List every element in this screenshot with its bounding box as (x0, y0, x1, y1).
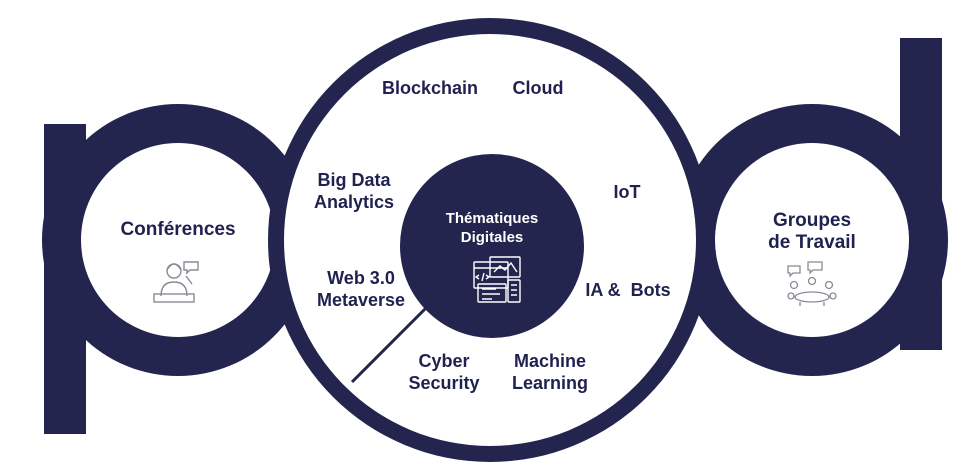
team-meeting-icon (787, 261, 837, 306)
topic-ia-bots: IA & Bots (585, 280, 671, 300)
topic-cloud: Cloud (512, 78, 564, 98)
center-title-line2: Digitales (460, 229, 524, 246)
topic-big-data-analytics: Big Data Analytics (300, 169, 408, 213)
conferences-label: Conférences (120, 219, 236, 240)
ml-line1: Machine (513, 351, 587, 371)
speaker-at-podium-icon (153, 261, 199, 303)
groupes-de-travail-label: Groupes de Travail (735, 210, 889, 254)
cyber-line2: Security (408, 373, 480, 393)
conferences-circle (81, 143, 275, 337)
topic-iot: IoT (613, 182, 641, 202)
web3-line2: Metaverse (316, 290, 406, 310)
center-disc (400, 154, 584, 338)
big-data-line1: Big Data (317, 170, 391, 190)
topic-web3-metaverse: Web 3.0 Metaverse (305, 267, 417, 311)
topic-cyber-security: Cyber Security (396, 350, 492, 394)
center-title-line1: Thématiques (445, 210, 539, 227)
web3-line1: Web 3.0 (327, 268, 395, 288)
groupes-circle (715, 143, 909, 337)
topic-blockchain: Blockchain (381, 78, 479, 98)
ml-line2: Learning (511, 373, 588, 393)
groupes-line1: Groupes (772, 210, 852, 231)
topic-machine-learning: Machine Learning (502, 350, 598, 394)
groupes-line2: de Travail (768, 232, 856, 253)
cyber-line1: Cyber (418, 351, 470, 371)
web-development-icon (473, 256, 521, 303)
big-data-line2: Analytics (313, 192, 395, 212)
thematiques-digitales-label: Thématiques Digitales (412, 209, 572, 247)
